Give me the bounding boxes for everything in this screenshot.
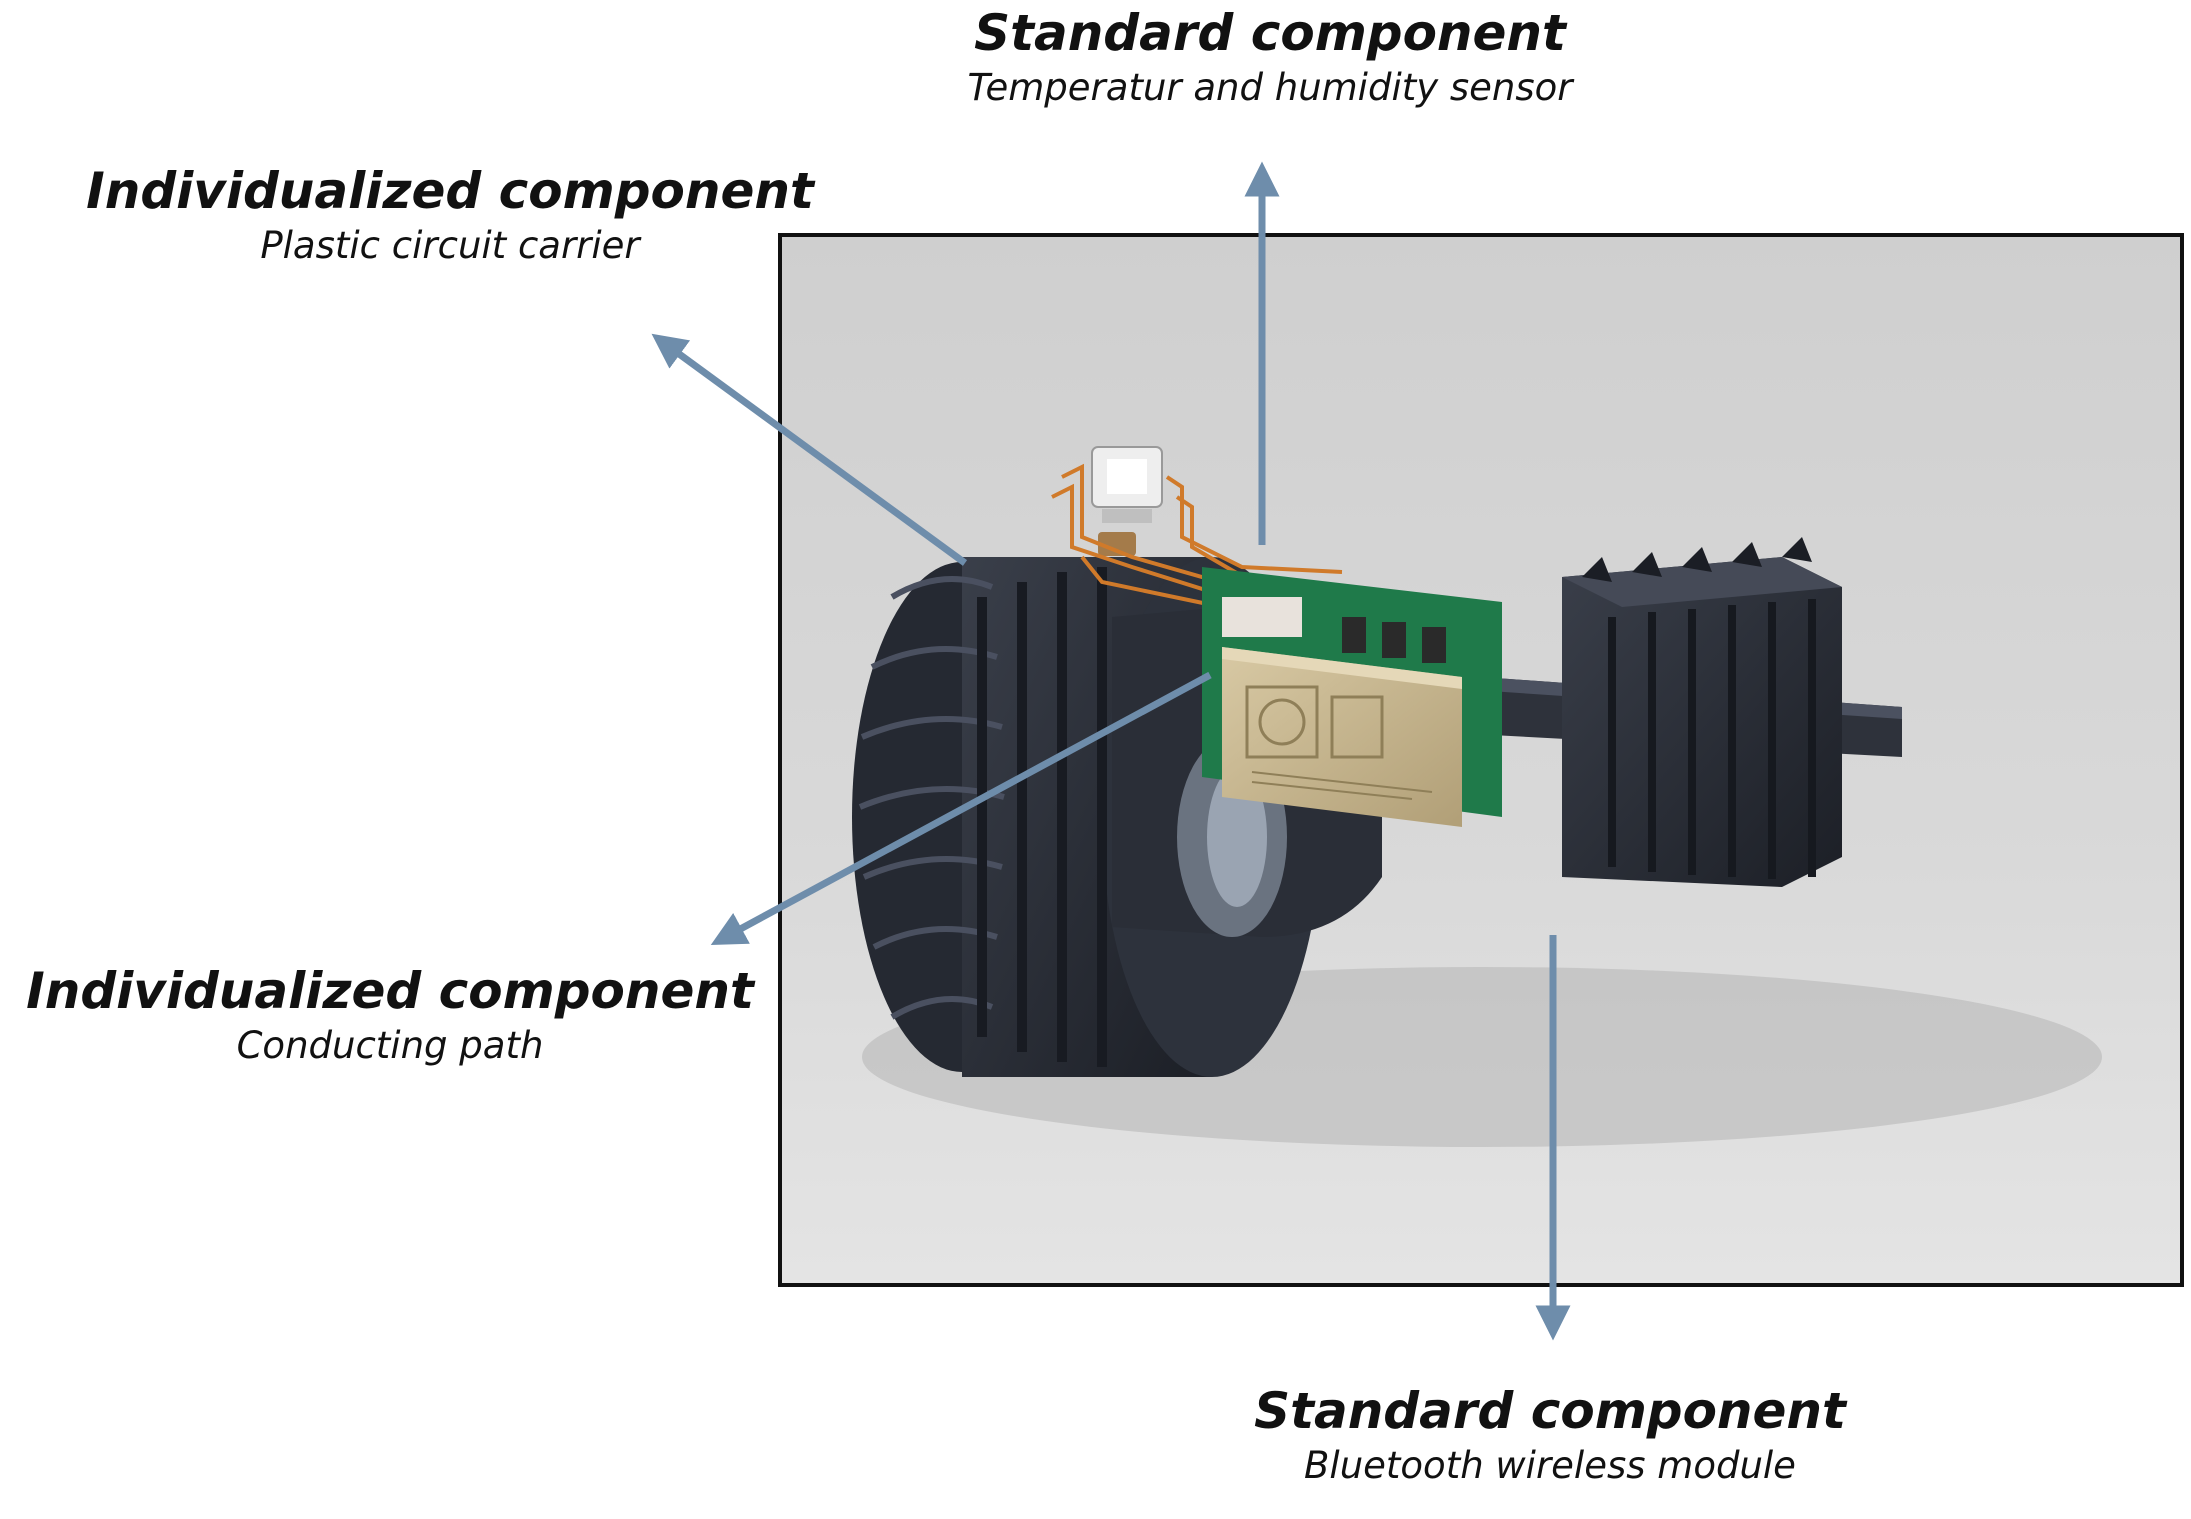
small-threaded-cylinder — [1562, 537, 1842, 887]
label-sensor-title: Standard component — [974, 4, 1566, 62]
label-sensor: Standard component Temperatur and humidi… — [870, 2, 1670, 112]
label-bluetooth-title: Standard component — [1254, 1382, 1846, 1440]
label-carrier: Individualized component Plastic circuit… — [40, 160, 860, 270]
label-carrier-title: Individualized component — [86, 162, 814, 220]
label-bluetooth-subtitle: Bluetooth wireless module — [1304, 1444, 1796, 1487]
label-carrier-subtitle: Plastic circuit carrier — [260, 224, 640, 267]
device-illustration — [782, 237, 2180, 1283]
device-photo — [778, 233, 2184, 1287]
label-sensor-subtitle: Temperatur and humidity sensor — [967, 66, 1573, 109]
label-bluetooth: Standard component Bluetooth wireless mo… — [1150, 1380, 1950, 1490]
bluetooth-module — [1222, 647, 1462, 827]
label-conducting-path: Individualized component Conducting path — [0, 960, 780, 1070]
label-conducting-path-title: Individualized component — [26, 962, 754, 1020]
sensor-chip — [1091, 446, 1163, 556]
label-conducting-path-subtitle: Conducting path — [236, 1024, 544, 1067]
